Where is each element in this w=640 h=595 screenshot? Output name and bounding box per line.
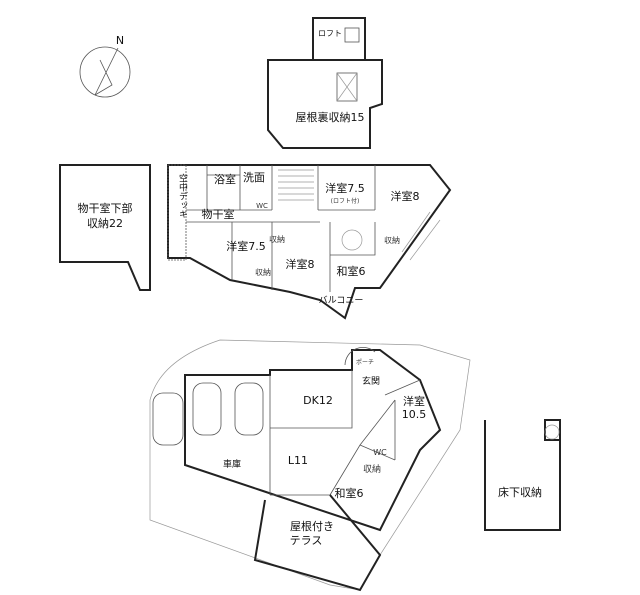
underfloor-storage-room [484,419,561,531]
site-boundary [149,339,471,591]
first-floor-outline [184,349,442,532]
compass-circle [79,46,131,98]
entrance-label: 玄関 [362,375,380,387]
terrace-label-1: 屋根付き [290,519,334,533]
western-room-a-label: 洋室7.5 [325,181,365,195]
loft-label: ロフト [318,29,342,38]
japanese-room-label-1f: 和室6 [335,486,364,500]
drying-room-label: 物干室 [202,207,235,221]
western-room-d-label: 洋室8 [286,257,315,271]
wc-label-1f: WC [373,448,387,457]
underfloor-storage-label: 床下収納 [498,485,542,499]
attic-storage-room [267,59,383,149]
drying-storage-label-1: 物干室下部 [78,201,133,215]
western-room-b-label: 洋室8 [391,189,420,203]
sky-deck-label: 空中デッキ [177,172,188,218]
cars [152,382,264,446]
dk-label: DK12 [303,394,333,407]
western-room-label: 洋室 [403,394,425,408]
storage-label-1: 収納 [269,234,285,244]
terrace-label-2: テラス [290,534,323,547]
north-label: N [116,34,124,47]
western-room-size: 10.5 [402,408,427,421]
living-label: L11 [288,454,308,467]
loft-floor-plan: ロフト 屋根裏収納15 [267,17,383,149]
washroom-label: 洗面 [243,171,265,184]
storage-label-2: 収納 [255,267,271,277]
second-floor-plan: 空中デッキ 浴室 洗面 WC 物干室 洋室7.5 (ロフト付) 洋室8 洋室7.… [167,164,452,320]
bath-label: 浴室 [214,172,236,186]
loft-room [312,17,366,61]
western-room-c-label: 洋室7.5 [226,239,266,253]
first-floor-plan: DK12 玄関 ポーチ 洋室 10.5 L11 車庫 WC 収納 和室6 屋根付… [149,339,471,592]
porch-label: ポーチ [356,358,374,366]
compass-needle-icon [94,47,119,96]
storage-label-1f: 収納 [363,463,381,475]
balcony-label: バルコニー [319,295,364,306]
garage-label: 車庫 [223,458,241,470]
attic-storage-label: 屋根裏収納15 [296,110,365,124]
underfloor-storage-plan: 床下収納 [484,419,561,531]
drying-room-storage-plan: 物干室下部 収納22 [59,164,151,291]
terrace-outline [253,494,382,592]
drying-storage-label-2: 収納22 [87,217,123,230]
storage-label-3: 収納 [384,235,400,245]
western-room-a-note: (ロフト付) [331,197,360,205]
drying-room-storage-room [59,164,151,291]
compass: N [79,34,131,98]
japanese-room-label: 和室6 [337,264,366,278]
wc-label: WC [256,202,268,210]
